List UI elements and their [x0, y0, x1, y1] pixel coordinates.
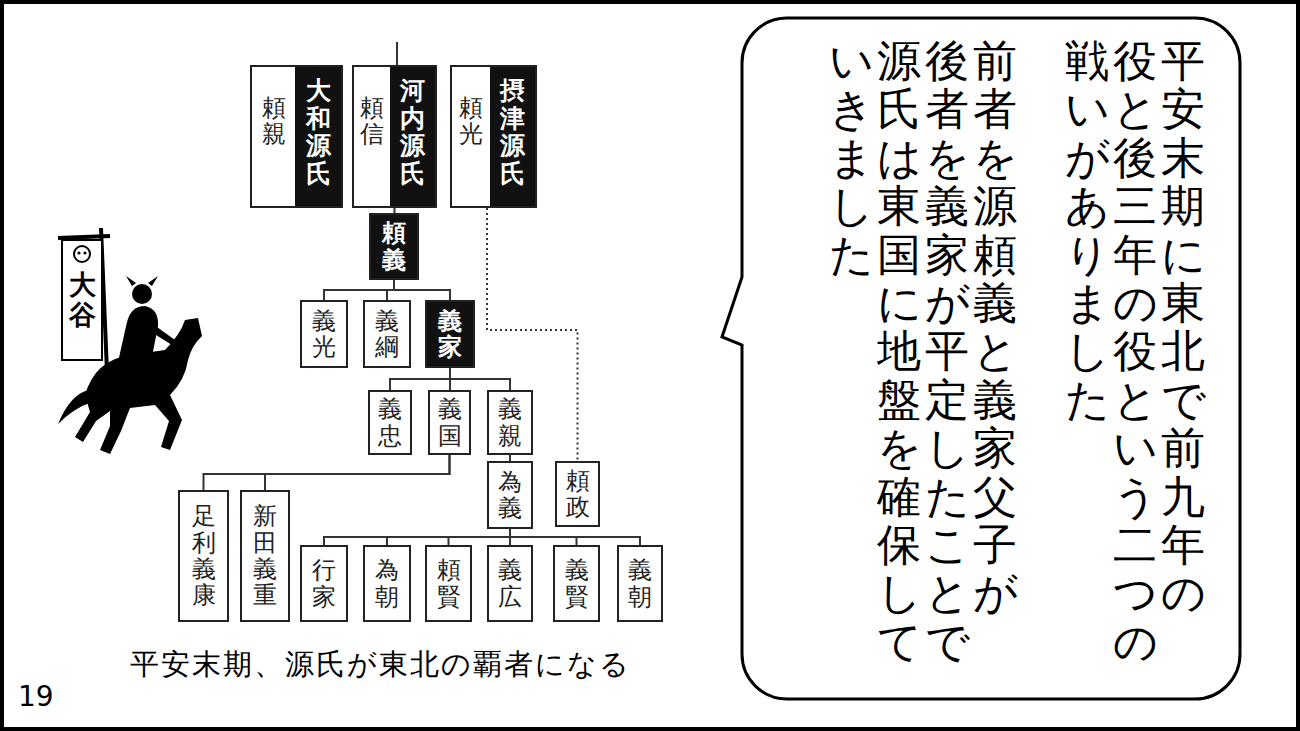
lineage-line: [324, 280, 394, 300]
name-box: 義賢: [553, 545, 600, 622]
person-name: 新田義重: [253, 503, 277, 609]
lineage-line: [390, 368, 450, 390]
person-name: 頼信: [360, 95, 384, 206]
text-column: いきました: [829, 37, 873, 279]
dotted-lineage-line: [487, 208, 578, 461]
lineage-line: [265, 455, 450, 490]
clan-box: 河内源氏頼信: [352, 65, 437, 208]
name-box: 義広: [487, 545, 533, 622]
clan-body: 頼光: [452, 67, 490, 206]
name-box: 頼賢: [425, 545, 472, 622]
clan-name: 河内源氏: [400, 77, 425, 206]
bubble-text-area: 平安末期に東北で前九年の役と後三年の役という二つの戦いがありました前者を源頼義と…: [829, 37, 1205, 666]
name-box: 義国: [428, 390, 471, 455]
name-box: 義親: [487, 390, 533, 455]
name-box: 義朝: [617, 545, 663, 622]
person-name: 頼賢: [437, 557, 461, 610]
speech-text: 前者を源頼義と義家父子が後者を義家が平定したことで源氏は東国に地盤を確保していき…: [829, 37, 1017, 666]
text-column: 前者を源頼義と義家父子が: [973, 37, 1017, 618]
lineage-line: [450, 368, 510, 390]
name-box: 義綱: [363, 300, 411, 368]
text-column: 平安末期に東北で前九年の: [1161, 37, 1205, 618]
person-name: 義賢: [565, 557, 589, 610]
lineage-line: [510, 529, 640, 545]
samurai-silhouette: [58, 228, 202, 454]
text-column: 役と後三年の役という二つの: [1113, 37, 1157, 666]
person-name: 義忠: [378, 396, 402, 449]
person-name: 義綱: [375, 308, 399, 361]
lineage-line: [449, 529, 511, 545]
name-box: 為朝: [363, 545, 411, 622]
tree-root-line: [396, 42, 398, 66]
person-name: 頼義: [382, 220, 406, 273]
person-name: 頼政: [566, 468, 590, 521]
person-name: 義光: [312, 308, 336, 361]
lineage-line: [387, 280, 394, 300]
bubble-path: [722, 18, 1240, 699]
speech-text: 平安末期に東北で前九年の役と後三年の役という二つの戦いがありました: [1065, 37, 1205, 666]
name-box: 頼政: [555, 461, 600, 527]
clan-box: 摂津源氏頼光: [450, 65, 537, 208]
name-box: 義忠: [368, 390, 412, 455]
clan-heading-band: 摂津源氏: [490, 67, 535, 206]
caption: 平安末期、源氏が東北の覇者になる: [130, 645, 631, 685]
person-name: 行家: [312, 557, 336, 610]
banner-text: 大谷: [69, 270, 96, 329]
lineage-line: [204, 455, 450, 490]
clan-box: 大和源氏頼親: [250, 65, 343, 208]
clan-name: 摂津源氏: [500, 77, 525, 206]
name-box: 為義: [487, 461, 533, 529]
person-name: 義朝: [628, 557, 652, 610]
person-name: 頼親: [262, 95, 286, 206]
person-name: 為義: [498, 469, 522, 522]
person-name: 義広: [498, 557, 522, 610]
name-box: 足利義康: [178, 490, 229, 622]
speech-bubble: 平安末期に東北で前九年の役と後三年の役という二つの戦いがありました前者を源頼義と…: [720, 15, 1245, 702]
clan-heading-band: 河内源氏: [390, 67, 435, 206]
text-column: 戦いがありました: [1065, 37, 1109, 424]
person-name: 義親: [498, 396, 522, 449]
lineage-line: [324, 529, 510, 545]
name-box: 行家: [300, 545, 348, 622]
name-box: 義光: [300, 300, 348, 368]
text-column: 後者を義家が平定したことで: [925, 37, 969, 666]
person-name: 義国: [438, 396, 462, 449]
clan-body: 頼親: [252, 67, 295, 206]
page-number: 19: [18, 680, 54, 713]
lineage-line: [394, 280, 450, 300]
text-column: 源氏は東国に地盤を確保して: [877, 37, 921, 666]
name-box: 新田義重: [240, 490, 290, 622]
person-name: 足利義康: [192, 503, 216, 609]
name-box: 頼義: [369, 213, 419, 280]
clan-heading-band: 大和源氏: [295, 67, 341, 206]
lineage-line: [387, 529, 510, 545]
person-name: 義家: [438, 308, 462, 361]
clan-body: 頼信: [354, 67, 390, 206]
person-name: 為朝: [375, 557, 399, 610]
name-box: 義家: [425, 300, 475, 368]
clan-name: 大和源氏: [306, 77, 331, 206]
person-name: 頼光: [459, 95, 483, 206]
